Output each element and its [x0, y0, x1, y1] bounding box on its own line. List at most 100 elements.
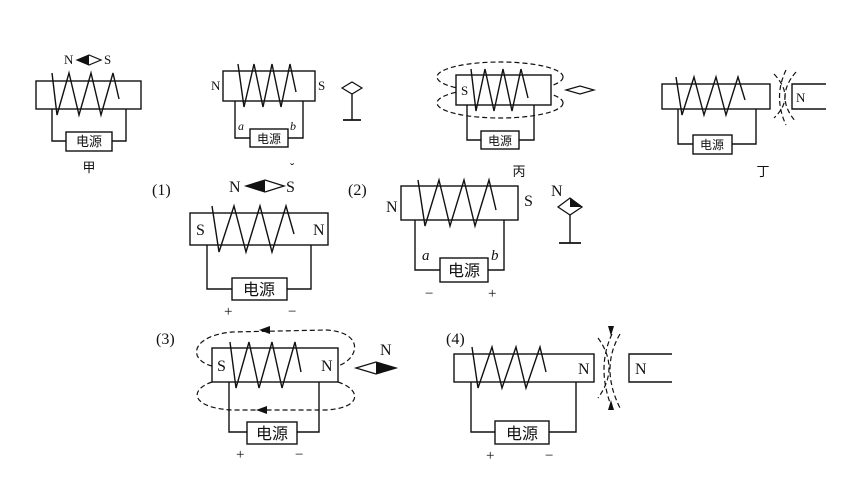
- figure-ding: N 电源 丁: [661, 69, 826, 179]
- jia-needle-n: N: [64, 52, 74, 67]
- ding-caption: 丁: [756, 164, 769, 179]
- figure-bing: S 电源 丙: [436, 61, 597, 179]
- answer-4-coil-pole: N: [578, 361, 590, 378]
- answer-3-field-line-bottom: [196, 381, 356, 411]
- answer-2-iron-core: [400, 185, 519, 221]
- jia-needle-s: S: [104, 52, 111, 67]
- answer-4-circuit-wire: [470, 382, 577, 433]
- answer-1-power-box: [231, 277, 288, 301]
- answer-4-arrow-bottom: [608, 400, 614, 410]
- answer-1-label: (1): [152, 182, 171, 199]
- answer-3-field-line-top: [195, 329, 356, 367]
- answer-2-power-box: [439, 257, 489, 283]
- answer-2-right-pole: S: [524, 193, 533, 210]
- yi-power-box: [249, 128, 289, 148]
- answer-3-arrow-top: [259, 326, 270, 334]
- bing-coil: [470, 68, 529, 112]
- yi-term-b: b: [290, 119, 296, 133]
- answer-1-right-pole: N: [313, 222, 325, 239]
- yi-circuit-wire: [234, 101, 304, 139]
- answer-2-label: (2): [348, 182, 367, 199]
- answer-1-needle-s-mark: ˇ: [290, 160, 295, 175]
- answer-4-field-line-left: [597, 337, 610, 399]
- answer-3-power-box: [246, 421, 298, 445]
- answer-3: (3) S N 电源 + − N: [156, 326, 399, 463]
- answer-1-needle-n: N: [229, 179, 241, 196]
- answer-1-left-pole: S: [196, 222, 205, 239]
- answer-3-needle-n: N: [380, 342, 392, 359]
- jia-circuit-wire: [51, 109, 127, 142]
- answer-1: (1) N S ˇ S N 电源 + −: [152, 160, 329, 320]
- answer-2-coil: [417, 177, 497, 229]
- bing-compass-needle: [563, 85, 597, 95]
- answer-4-power-box: [494, 420, 550, 445]
- bing-pole: S: [461, 83, 468, 98]
- answer-4-plus: +: [486, 448, 494, 464]
- answer-4-power-label: 电源: [506, 425, 538, 443]
- answer-1-circuit-wire: [206, 245, 312, 290]
- answer-2-term-b: b: [491, 248, 499, 264]
- jia-power-box: [65, 131, 113, 152]
- answer-2-term-a: a: [422, 248, 430, 264]
- jia-coil: [51, 70, 120, 118]
- answer-2-minus: −: [425, 286, 433, 302]
- answer-2: (2) N S a b 电源 − + N: [348, 177, 584, 302]
- yi-left-pole: N: [211, 78, 221, 93]
- figure-yi: N S a b 电源: [211, 63, 364, 148]
- ding-field-line-b: [784, 71, 797, 123]
- answer-2-circuit-wire: [414, 220, 505, 271]
- answer-1-needle-dark-half: [246, 180, 265, 192]
- answer-1-minus: −: [288, 304, 296, 320]
- bing-iron-core: [455, 74, 552, 106]
- ding-bar-magnet: [791, 83, 826, 110]
- yi-term-a: a: [238, 119, 244, 133]
- jia-caption: 甲: [82, 160, 95, 175]
- answer-4-coil: [471, 344, 547, 391]
- bing-power-label: 电源: [488, 134, 512, 148]
- ding-circuit-wire: [677, 109, 757, 145]
- yi-power-label: 电源: [257, 132, 281, 146]
- bing-power-box: [480, 130, 520, 150]
- ding-field-line-a: [778, 69, 787, 126]
- answer-1-coil: [211, 203, 295, 255]
- answer-3-power-label: 电源: [256, 425, 288, 443]
- ding-coil: [675, 74, 746, 118]
- answer-3-plus: +: [236, 447, 244, 463]
- answer-4-arrow-top: [608, 326, 614, 336]
- answer-1-needle-s: S: [286, 179, 295, 196]
- ding-power-label: 电源: [700, 138, 724, 152]
- answer-4-minus: −: [545, 448, 553, 464]
- yi-right-pole: S: [318, 78, 325, 93]
- yi-coil: [237, 63, 297, 108]
- answer-4-field-line-a: [603, 333, 613, 409]
- answer-4-bar-magnet: [628, 353, 672, 383]
- jia-power-label: 电源: [76, 134, 102, 149]
- answer-1-iron-core: [189, 212, 329, 246]
- answer-2-power-label: 电源: [448, 262, 480, 280]
- answer-3-minus: −: [295, 447, 303, 463]
- answer-3-circuit-wire: [228, 382, 320, 433]
- figure-jia: N S 电源 甲: [35, 52, 142, 175]
- ding-power-box: [692, 134, 733, 155]
- answer-4-field-line-b: [609, 333, 621, 409]
- answer-1-plus: +: [224, 304, 232, 320]
- answer-2-needle-dark-half: [570, 198, 582, 207]
- bing-caption: 丙: [512, 164, 525, 179]
- answer-3-coil: [229, 341, 302, 389]
- answer-2-left-pole: N: [386, 199, 398, 216]
- answer-2-plus: +: [488, 286, 496, 302]
- answer-4-magnet-n: N: [635, 361, 647, 378]
- answer-1-power-label: 电源: [243, 281, 275, 299]
- answer-3-left-pole: S: [217, 358, 226, 375]
- answer-4-label: (4): [446, 331, 465, 348]
- answer-3-needle-dark-half: [376, 362, 396, 374]
- answer-4: (4) N N 电源 + −: [446, 326, 672, 464]
- ding-magnet-n: N: [796, 90, 806, 105]
- answer-3-label: (3): [156, 331, 175, 348]
- jia-needle-dark-half: [77, 55, 89, 65]
- bing-circuit-wire: [466, 105, 535, 141]
- jia-iron-core: [35, 80, 142, 110]
- answer-3-arrow-bottom: [256, 406, 267, 414]
- yi-compass-needle: [340, 81, 364, 95]
